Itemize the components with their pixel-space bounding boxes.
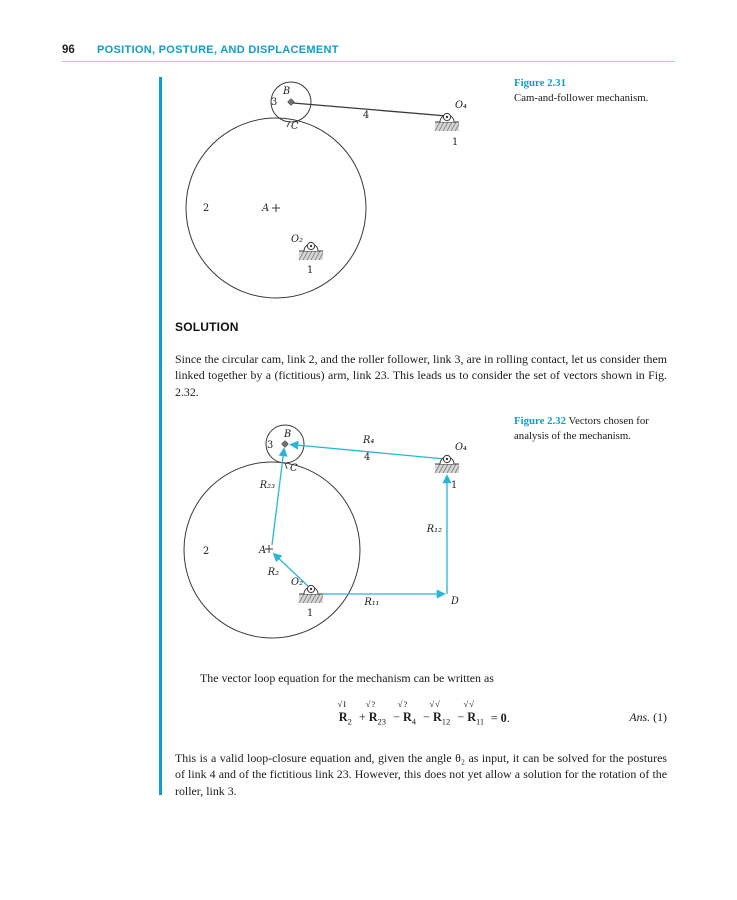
figure-2-32-diagram: B 3 C R₂₃ 2 A R₂ O₂ 1 R₄ 4 O₄ 1 R₁₂ R₁₁ …: [183, 424, 467, 639]
margin-rule: [159, 77, 162, 795]
knowns-mark: √√: [429, 698, 441, 709]
figure-2-31-label: Figure 2.31: [514, 77, 566, 89]
knowns-mark: √?: [365, 698, 377, 709]
knowns-mark: √I: [337, 698, 348, 709]
equation-term-R12: √√ −R12: [423, 698, 451, 726]
cam-circle: [185, 117, 367, 299]
label-R4: R₄: [362, 435, 374, 446]
label-link4: 4: [363, 110, 369, 121]
label-O4: O₄: [455, 442, 467, 453]
label-link2: 2: [203, 203, 209, 214]
equation-row: √I R2 √? +R23 √? −R4 √√ −R12 √√ −R11 =0.: [175, 694, 667, 726]
knowns-mark: √?: [397, 698, 409, 709]
label-A: A: [261, 203, 269, 214]
link-4-bar: [292, 102, 448, 117]
vector-R23: [271, 447, 288, 546]
label-ground1-O2: 1: [307, 265, 313, 276]
label-link4: 4: [364, 452, 370, 463]
figure-2-32-caption-text: Vectors chosen for analysis of the mecha…: [514, 415, 649, 442]
point-B-marker: [281, 440, 289, 448]
knowns-mark: √√: [463, 698, 475, 709]
figure-2-31-caption-text: Cam-and-follower mechanism.: [514, 91, 649, 104]
pivot-O2: [298, 584, 324, 604]
pivot-O2: [298, 241, 324, 261]
equation-intro: The vector loop equation for the mechani…: [200, 671, 494, 685]
label-R23: R₂₃: [259, 480, 275, 491]
label-O4: O₄: [455, 100, 467, 111]
point-A-marker: [265, 545, 273, 553]
solution-heading: SOLUTION: [175, 320, 239, 334]
label-O2: O₂: [291, 577, 303, 588]
vector-R2: [272, 552, 310, 588]
running-head: POSITION, POSTURE, AND DISPLACEMENT: [97, 44, 339, 56]
equation-term-R4: √? −R4: [393, 698, 417, 726]
page-number: 96: [62, 44, 75, 56]
label-B: B: [283, 429, 291, 440]
label-R12: R₁₂: [426, 524, 442, 535]
label-ground1-O4: 1: [452, 137, 458, 148]
label-R2: R₂: [267, 567, 279, 578]
solution-paragraph: Since the circular cam, link 2, and the …: [175, 351, 667, 399]
figure-2-31-caption: Figure 2.31 Cam-and-follower mechanism.: [514, 76, 676, 105]
label-D: D: [450, 596, 459, 607]
figure-2-32-label: Figure 2.32: [514, 415, 566, 427]
label-R11: R₁₁: [363, 597, 379, 608]
answer-tag: Ans. (1): [629, 710, 667, 724]
pivot-O4: [434, 112, 460, 132]
equation-term-R23: √? +R23: [358, 698, 387, 726]
label-O2: O₂: [291, 234, 303, 245]
label-link3: 3: [267, 440, 273, 451]
vector-set: [271, 440, 452, 599]
label-C: C: [290, 463, 298, 474]
label-ground1-O2: 1: [307, 608, 313, 619]
figure-2-31-diagram: B 3 C 4 O₄ 1 2 A O₂ 1: [185, 81, 467, 299]
figure-2-32-caption: Figure 2.32 Vectors chosen for analysis …: [514, 414, 672, 443]
header-rule: [62, 61, 675, 62]
equation-tail: =0.: [490, 711, 510, 725]
equation-term-R2: √I R2: [337, 698, 352, 726]
label-B: B: [282, 86, 290, 97]
point-B-marker: [287, 98, 295, 106]
point-C-tick: [286, 120, 291, 128]
point-A-marker: [272, 204, 280, 212]
label-C: C: [291, 121, 299, 132]
label-link3: 3: [271, 97, 277, 108]
cam-circle: [183, 461, 361, 639]
label-link2: 2: [203, 546, 209, 557]
equation-term-R11: √√ −R11: [457, 698, 485, 726]
label-ground1-O4: 1: [451, 480, 457, 491]
point-C-tick: [284, 462, 288, 470]
vector-R4: [289, 440, 446, 460]
roller-circle: [270, 81, 312, 123]
label-A: A: [258, 545, 266, 556]
closing-paragraph: This is a valid loop-closure equation an…: [175, 750, 667, 798]
vector-loop-equation: √I R2 √? +R23 √? −R4 √√ −R12 √√ −R11 =0.: [175, 698, 667, 726]
